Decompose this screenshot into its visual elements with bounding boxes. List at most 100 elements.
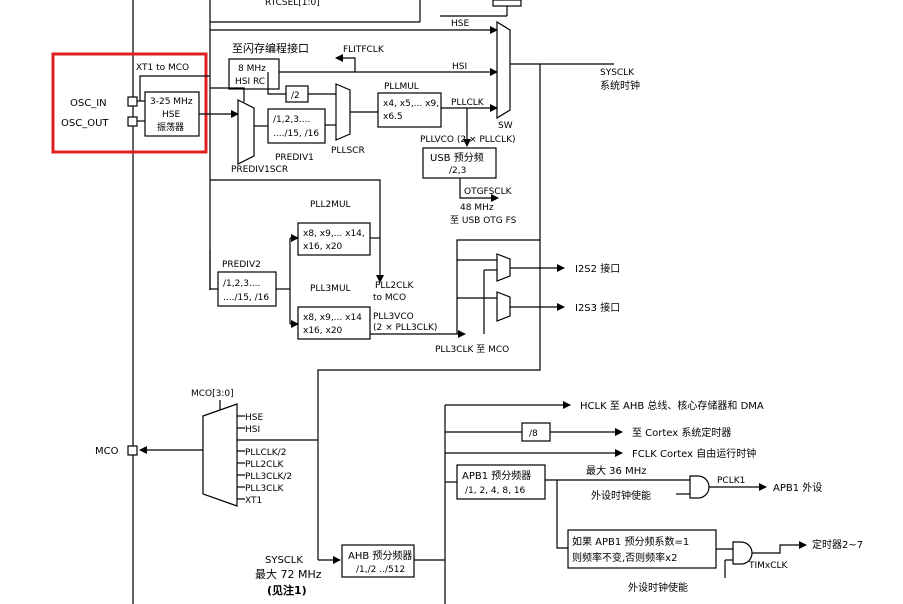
pllmul-box (377, 92, 442, 128)
svg-text:PLLCLK/2: PLLCLK/2 (245, 448, 286, 458)
svg-text:/1, 2, 4, 8, 16: /1, 2, 4, 8, 16 (465, 486, 526, 496)
svg-text:则频率不变,否则频率x2: 则频率不变,否则频率x2 (572, 551, 677, 564)
svg-text:PREDIV1: PREDIV1 (275, 153, 314, 163)
svg-text:x8, x9,... x14: x8, x9,... x14 (303, 313, 362, 323)
sysclk-down-line (317, 240, 541, 560)
pclk1-and-gate (689, 475, 710, 499)
flash-if-label: 至闪存编程接口 (232, 41, 309, 55)
prediv1-box (267, 108, 326, 144)
svg-text:如果 APB1 预分频系数=1: 如果 APB1 预分频系数=1 (572, 535, 689, 548)
svg-text:8 MHz: 8 MHz (238, 64, 266, 74)
svg-text:MCO[3:0]: MCO[3:0] (191, 389, 234, 399)
ahb-prescaler-box (341, 544, 415, 578)
rtcsel-label: RTCSEL[1:0] (265, 0, 320, 8)
svg-text:最大 36 MHz: 最大 36 MHz (586, 464, 646, 477)
hse-top-label: HSE (451, 19, 469, 29)
svg-text:HSI: HSI (452, 62, 467, 72)
svg-text:PLLCLK: PLLCLK (451, 98, 485, 108)
svg-text:振荡器: 振荡器 (157, 121, 184, 133)
svg-text:/1,2,3....: /1,2,3.... (223, 279, 260, 289)
svg-text:OTGFSCLK: OTGFSCLK (464, 187, 513, 197)
svg-text:至 Cortex 系统定时器: 至 Cortex 系统定时器 (632, 426, 731, 439)
svg-text:x16, x20: x16, x20 (303, 242, 343, 252)
svg-text:to MCO: to MCO (373, 293, 406, 303)
usb-prescaler-box (422, 147, 497, 179)
svg-text:PLLMUL: PLLMUL (384, 82, 419, 92)
svg-text:/2,3: /2,3 (449, 166, 466, 176)
svg-text:PREDIV1SCR: PREDIV1SCR (231, 165, 288, 175)
apb1-periph-label: APB1 外设 (773, 482, 822, 494)
svg-text:3-25 MHz: 3-25 MHz (150, 97, 193, 107)
prediv2-box (217, 271, 277, 307)
svg-text:PLLSCR: PLLSCR (331, 146, 365, 156)
osc-out-label: OSC_OUT (61, 118, 109, 129)
svg-text:至 USB OTG FS: 至 USB OTG FS (450, 215, 517, 226)
svg-text:PLL3CLK/2: PLL3CLK/2 (245, 472, 292, 482)
highlight-box (51, 52, 208, 154)
svg-text:PLLVCO (2 × PLLCLK): PLLVCO (2 × PLLCLK) (420, 135, 516, 145)
flitf-arrow (335, 54, 356, 72)
svg-text:/2: /2 (291, 91, 300, 101)
svg-text:x6.5: x6.5 (383, 112, 403, 122)
svg-text:/8: /8 (529, 429, 538, 439)
sw-mux (496, 20, 511, 120)
svg-text:外设时钟使能: 外设时钟使能 (591, 489, 651, 502)
xt1-mco-label: XT1 to MCO (136, 63, 189, 73)
svg-text:x8, x9,... x14,: x8, x9,... x14, (303, 229, 365, 239)
pll2mul-box (297, 222, 371, 256)
hse-osc-box (144, 91, 200, 137)
hsi-rc-box (228, 58, 280, 90)
svg-text:..../15, /16: ..../15, /16 (273, 129, 319, 139)
pll3mul-box (297, 306, 371, 340)
svg-text:SYSCLK: SYSCLK (265, 555, 303, 566)
svg-text:/1,2,3....: /1,2,3.... (273, 115, 310, 125)
hclk-label: HCLK 至 AHB 总线、核心存储器和 DMA (580, 399, 764, 412)
svg-text:外设时钟使能: 外设时钟使能 (628, 581, 688, 594)
svg-text:SYSCLK: SYSCLK (600, 68, 635, 78)
svg-text:AHB 预分频器: AHB 预分频器 (348, 549, 412, 562)
mco-pin (127, 445, 138, 456)
svg-text:FCLK Cortex 自由运行时钟: FCLK Cortex 自由运行时钟 (632, 447, 756, 460)
svg-text:TIMxCLK: TIMxCLK (748, 561, 789, 571)
svg-text:PLL3CLK 至 MCO: PLL3CLK 至 MCO (435, 344, 509, 355)
svg-text:(见注1): (见注1) (267, 583, 307, 597)
rtc-box (492, 0, 522, 7)
svg-text:HSI RC: HSI RC (235, 77, 265, 87)
svg-text:XT1: XT1 (245, 496, 262, 506)
svg-text:HSI: HSI (245, 425, 260, 435)
sysclk-line (510, 63, 541, 240)
svg-text:..../15, /16: ..../15, /16 (223, 293, 269, 303)
i2s2-mux (496, 253, 511, 282)
svg-text:PLL3VCO: PLL3VCO (373, 312, 414, 322)
svg-text:x4, x5,... x9,: x4, x5,... x9, (383, 99, 439, 109)
svg-text:APB1 预分频器: APB1 预分频器 (462, 469, 531, 482)
osc-in-label: OSC_IN (70, 98, 107, 109)
svg-text:系统时钟: 系统时钟 (600, 79, 640, 92)
timer-multiplier-box (567, 529, 717, 569)
svg-text:PLL3CLK: PLL3CLK (245, 484, 284, 494)
i2s3-mux (496, 291, 511, 322)
timer27-label: 定时器2~7 (812, 538, 863, 551)
svg-text:最大 72 MHz: 最大 72 MHz (255, 567, 322, 581)
svg-text:PLL2CLK: PLL2CLK (245, 460, 284, 470)
svg-text:PLL2CLK: PLL2CLK (375, 281, 414, 291)
svg-text:PCLK1: PCLK1 (717, 476, 745, 486)
apb1-prescaler-box (456, 464, 546, 500)
svg-text:SW: SW (498, 121, 513, 131)
flitfclk-label: FLITFCLK (343, 45, 385, 55)
svg-text:PLL2MUL: PLL2MUL (310, 200, 351, 210)
pllscr-mux (335, 83, 351, 141)
prediv1scr-mux (237, 99, 255, 165)
osc-in-pin (127, 96, 138, 107)
svg-text:/1,/2 ../512: /1,/2 ../512 (356, 565, 405, 575)
svg-text:PREDIV2: PREDIV2 (222, 260, 261, 270)
svg-text:USB 预分频: USB 预分频 (430, 151, 484, 164)
i2s2-label: I2S2 接口 (575, 262, 620, 275)
timx-and-gate (732, 541, 753, 565)
svg-text:PLL3MUL: PLL3MUL (310, 284, 351, 294)
svg-text:HSE: HSE (245, 413, 263, 423)
mco-label: MCO (95, 446, 119, 457)
svg-text:48 MHz: 48 MHz (460, 203, 494, 213)
